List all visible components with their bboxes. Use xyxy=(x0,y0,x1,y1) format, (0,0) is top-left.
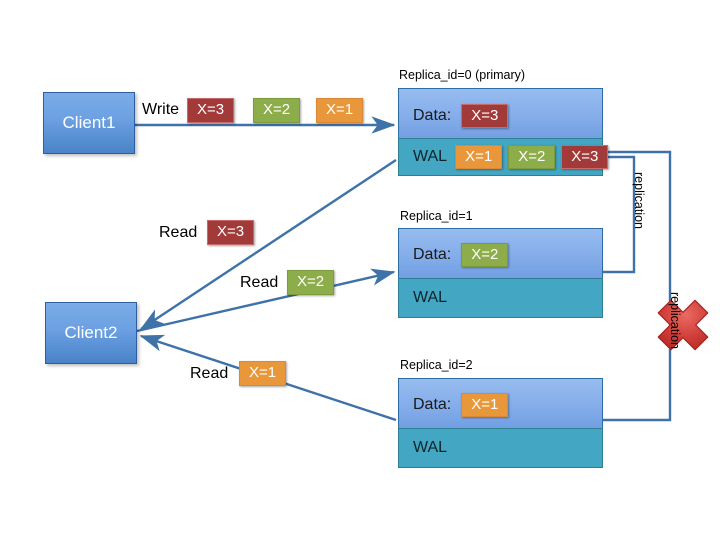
arrow-read-client2-to-replica1 xyxy=(136,268,396,333)
value-chip: X=3 xyxy=(207,220,255,245)
replica-caption-0: Replica_id=0 (primary) xyxy=(399,68,526,82)
replica-data-section-0: Data: X=3 xyxy=(398,88,603,144)
read-chip-3: X=1 xyxy=(239,361,287,386)
read-chip-1: X=3 xyxy=(207,220,255,245)
replication-label-2: replication xyxy=(668,292,682,349)
read-label-1: Read xyxy=(159,224,198,241)
wal-label: WAL xyxy=(413,439,448,456)
wal-entry-chip: X=2 xyxy=(508,144,556,170)
value-chip: X=2 xyxy=(253,98,301,123)
replica-caption-2: Replica_id=2 xyxy=(400,358,473,372)
data-value-chip: X=1 xyxy=(461,392,509,418)
value-chip: X=2 xyxy=(287,270,335,295)
value-chip: X=1 xyxy=(239,361,287,386)
replica-wal-section-0: WAL X=1 X=2 X=3 xyxy=(398,138,609,176)
write-chip-3: X=1 xyxy=(316,98,364,123)
value-chip: X=1 xyxy=(316,98,364,123)
value-chip: X=3 xyxy=(187,98,235,123)
wal-entry-chip: X=1 xyxy=(455,144,503,170)
data-label: Data: xyxy=(413,246,452,263)
replica-wal-section-1: WAL xyxy=(398,278,603,318)
replica-data-section-2: Data: X=1 xyxy=(398,378,603,432)
replica-caption-1: Replica_id=1 xyxy=(400,209,473,223)
read-label-2: Read xyxy=(240,274,279,291)
read-label-3: Read xyxy=(190,365,229,382)
client-label: Client2 xyxy=(64,323,118,342)
wal-label: WAL xyxy=(413,148,448,165)
client-box-client1[interactable]: Client1 xyxy=(43,92,135,154)
data-label: Data: xyxy=(413,396,452,413)
replica-wal-section-2: WAL xyxy=(398,428,603,468)
arrow-read-primary-to-client2 xyxy=(139,158,397,331)
data-label: Data: xyxy=(413,107,452,124)
wal-label: WAL xyxy=(413,289,448,306)
replica-box-0[interactable]: Data: X=3 WAL X=1 X=2 X=3 xyxy=(398,88,609,176)
data-value-chip: X=2 xyxy=(461,242,509,268)
read-chip-2: X=2 xyxy=(287,270,335,295)
replica-data-section-1: Data: X=2 xyxy=(398,228,603,282)
write-chip-1: X=3 xyxy=(187,98,235,123)
wal-entry-chip: X=3 xyxy=(561,144,609,170)
replica-box-2[interactable]: Data: X=1 WAL xyxy=(398,378,603,468)
write-chip-2: X=2 xyxy=(253,98,301,123)
client-box-client2[interactable]: Client2 xyxy=(45,302,137,364)
client-label: Client1 xyxy=(62,113,116,132)
replication-failure-x-icon xyxy=(657,299,709,351)
replica-box-1[interactable]: Data: X=2 WAL xyxy=(398,228,603,318)
data-value-chip: X=3 xyxy=(461,103,509,129)
replication-label-1: replication xyxy=(632,172,646,229)
write-label: Write xyxy=(142,101,180,118)
